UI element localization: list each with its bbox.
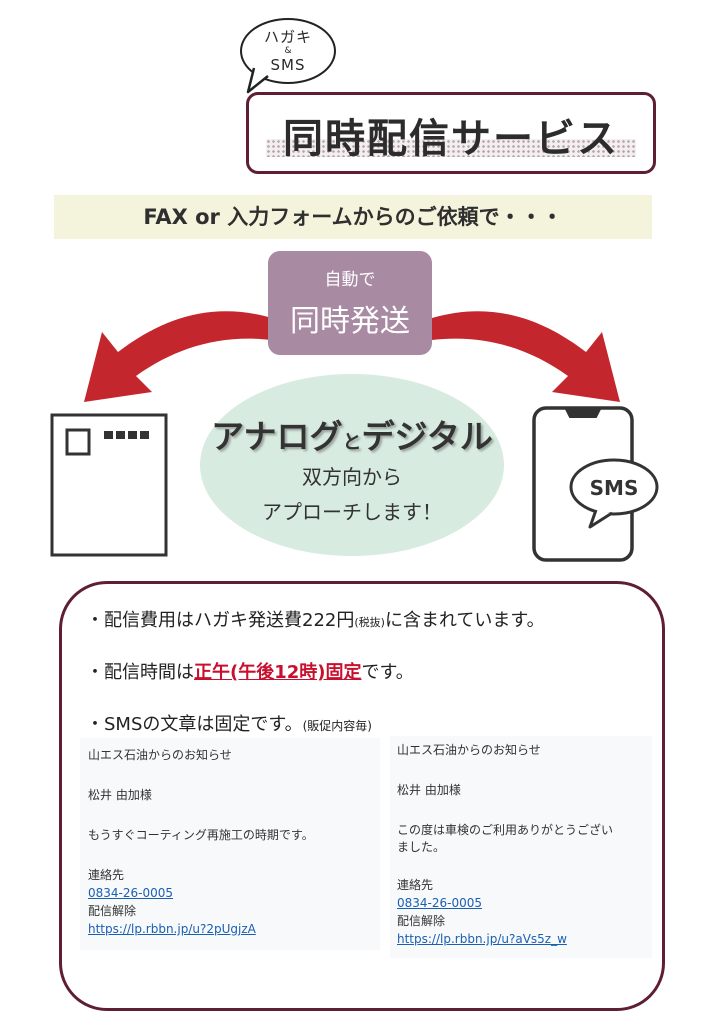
sms-right-phone-link[interactable]: 0834-26-0005 bbox=[397, 896, 483, 910]
sms-sample-right-bg bbox=[390, 736, 652, 958]
sms-sample-right: 山エス石油からのお知らせ 松井 由加様 この度は車検のご利用ありがとうござい ま… bbox=[397, 743, 652, 957]
center-ellipse bbox=[200, 374, 504, 556]
bullet-sms-text: ・SMSの文章は固定です。 bbox=[86, 714, 303, 735]
badge-line2: & bbox=[284, 46, 292, 56]
heading-and: と bbox=[342, 431, 362, 453]
smartphone-icon: SMS bbox=[532, 406, 659, 562]
badge-line1: ハガキ bbox=[263, 28, 312, 46]
auto-send-line2: 同時発送 bbox=[290, 304, 410, 339]
badge-line3: SMS bbox=[270, 56, 306, 74]
sms-sample-left-bg bbox=[80, 738, 380, 950]
arrows-layer bbox=[84, 311, 620, 402]
bullet-time-text: ・配信時間は bbox=[86, 662, 194, 683]
sms-right-message-line1: この度は車検のご利用ありがとうござい bbox=[397, 823, 614, 837]
sms-left-phone-link[interactable]: 0834-26-0005 bbox=[88, 886, 174, 900]
bullet-cost: ・配信費用はハガキ発送費222円(税抜)に含まれています。 bbox=[86, 606, 545, 632]
sms-sample-left: 山エス石油からのお知らせ 松井 由加様 もうすぐコーティング再施工の時期です。 … bbox=[88, 748, 378, 948]
bullet-time-highlight: 正午(午後12時)固定 bbox=[194, 662, 362, 683]
bullet-time-post: です。 bbox=[361, 662, 414, 683]
sms-left-name: 松井 由加様 bbox=[88, 788, 152, 802]
page-title: 同時配信サービス bbox=[283, 116, 619, 162]
speech-bubble-icon bbox=[246, 67, 269, 94]
curved-arrow-right-icon bbox=[432, 311, 620, 402]
bullet-cost-post: に含まれています。 bbox=[384, 610, 545, 631]
auto-send-line1: 自動で bbox=[324, 270, 376, 290]
sms-chat-icon: SMS bbox=[569, 458, 659, 529]
curved-arrow-left-icon bbox=[84, 311, 272, 402]
center-sub-line1: 双方向から bbox=[302, 465, 402, 489]
sms-right-unsubscribe-label: 配信解除 bbox=[397, 914, 446, 928]
center-sub-line2: アプローチします！ bbox=[262, 500, 442, 524]
heading-digital: デジタル bbox=[361, 417, 493, 456]
postcard-icon bbox=[50, 413, 168, 557]
sms-left-contact-label: 連絡先 bbox=[88, 868, 125, 882]
heading-analog: アナログ bbox=[211, 417, 343, 456]
title-underline-pattern bbox=[266, 139, 636, 157]
bullet-cost-tax: (税抜) bbox=[354, 616, 385, 629]
sms-left-message: もうすぐコーティング再施工の時期です。 bbox=[88, 828, 314, 842]
bullet-sms: ・SMSの文章は固定です。(販促内容毎) bbox=[86, 710, 372, 736]
sms-left-unsubscribe-label: 配信解除 bbox=[88, 904, 137, 918]
sms-icon-label: SMS bbox=[590, 476, 639, 500]
sms-right-name: 松井 由加様 bbox=[397, 783, 461, 797]
sms-right-contact-label: 連絡先 bbox=[397, 878, 434, 892]
sms-right-url-link[interactable]: https://lp.rbbn.jp/u?aVs5z_w bbox=[397, 932, 567, 946]
bullet-time: ・配信時間は正午(午後12時)固定です。 bbox=[86, 658, 414, 684]
title-frame bbox=[246, 92, 656, 174]
request-banner: FAX or 入力フォームからのご依頼で・・・ bbox=[54, 195, 652, 239]
sms-right-header: 山エス石油からのお知らせ bbox=[397, 743, 541, 757]
sms-right-message-line2: ました。 bbox=[397, 840, 446, 854]
sms-left-header: 山エス石油からのお知らせ bbox=[88, 748, 232, 762]
analog-digital-heading: アナログとデジタル bbox=[190, 410, 514, 458]
auto-send-box: 自動で 同時発送 bbox=[268, 251, 432, 355]
bullet-sms-note: (販促内容毎) bbox=[302, 719, 372, 733]
sms-left-url-link[interactable]: https://lp.rbbn.jp/u?2pUgjzA bbox=[88, 922, 256, 936]
bullet-cost-text: ・配信費用はハガキ発送費222円 bbox=[86, 610, 355, 631]
